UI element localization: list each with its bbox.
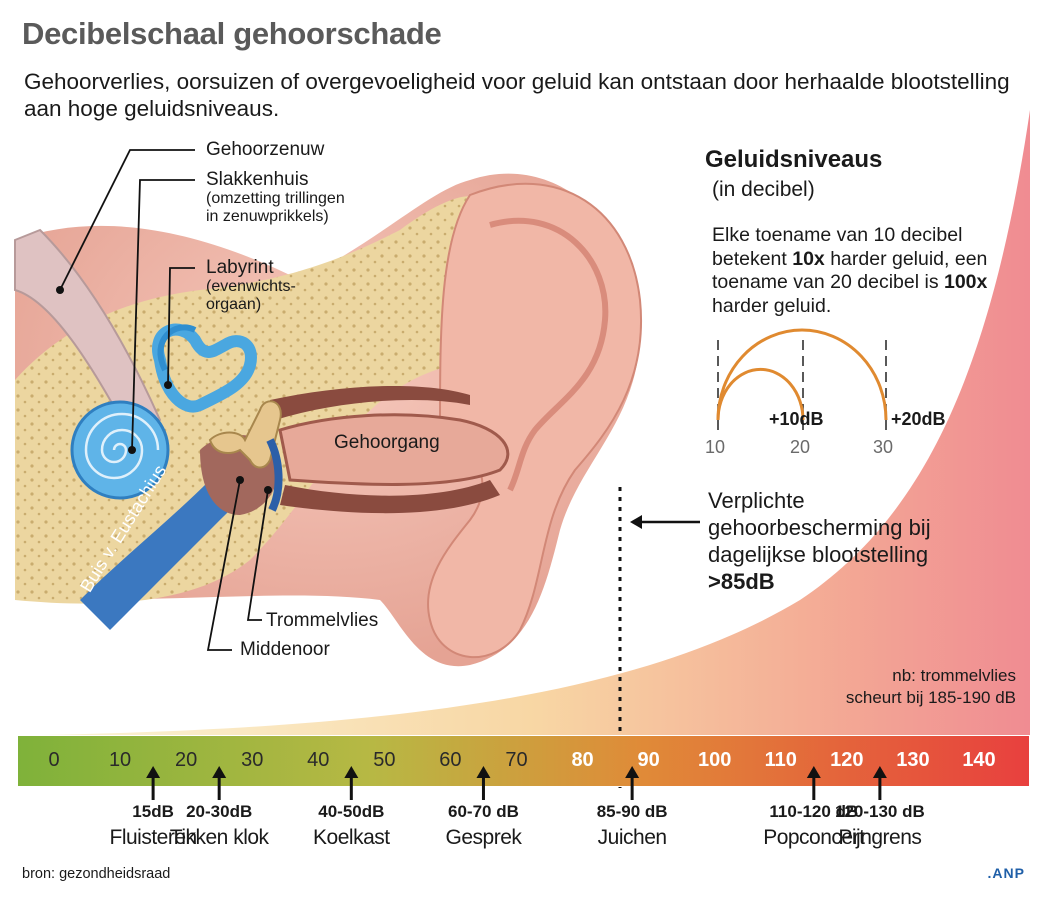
example-name-3: Gesprek [445,826,522,849]
label-slakkenhuis: Slakkenhuis [206,169,309,190]
auditory-nerve [14,228,162,447]
scale-tick-10: 10 [108,749,132,771]
example-name-4: Juichen [597,826,667,849]
page-title: Decibelschaal gehoorschade [22,16,442,51]
example-db-6: 120-130 dB [835,802,925,821]
arc-tick-20: 20 [790,437,811,457]
scale-bar [18,736,1029,786]
info-text: Elke toename van 10 decibel betekent 10x… [712,224,988,317]
scale-tick-130: 130 [896,749,930,771]
ear-canal [278,413,510,486]
example-db-5: 110-120 dB [769,802,859,821]
example-db-2: 40-50dB [318,802,385,821]
cochlea-spiral [84,412,160,480]
pinna-fold [489,217,609,492]
example-arrows [146,766,887,800]
example-arrow-head [212,766,227,778]
example-arrow-head [344,766,359,778]
anp-logo: .ANP [987,865,1025,881]
loudness-curve-area [40,110,1030,735]
source: bron: gezondheidsraad [22,866,171,882]
arc-tick-30: 30 [873,437,894,457]
arc-label-20db: +20dB [891,409,946,429]
note: nb: trommelvlies scheurt bij 185-190 dB [845,666,1016,707]
example-name-5: Popconcert [763,826,865,849]
example-arrow-head [625,766,640,778]
canal-wall [270,385,470,420]
labyrinth [152,323,257,413]
arc-diagram [716,328,888,430]
scale-tick-20: 20 [175,749,198,771]
label-labyrint: Labyrint [206,257,274,278]
warning-text: Verplichte gehoorbescherming bij dagelij… [708,488,931,594]
scale-tick-50: 50 [373,749,396,771]
temporal-bone [15,196,480,604]
label-gehoorgang: Gehoorgang [334,432,440,453]
label-slakkenhuis-desc: (omzetting trillingen in zenuwprikkels) [206,190,345,225]
scale-tick-100: 100 [698,749,732,771]
scale-tick-140: 140 [962,749,996,771]
example-name-1: Tikken klok [169,826,269,849]
canal-wall-low [280,480,500,514]
info-subtitle: (in decibel) [712,178,815,201]
example-db-1: 20-30dB [186,802,253,821]
label-trommelvlies: Trommelvlies [266,610,379,631]
example-arrow-head [872,766,887,778]
arc-label-10db: +10dB [769,409,824,429]
scale-tick-90: 90 [637,749,660,771]
scale-tick-70: 70 [505,749,528,771]
example-name-2: Koelkast [313,826,390,849]
scale-tick-40: 40 [307,749,330,771]
example-arrow-head [146,766,161,778]
scale-tick-60: 60 [439,749,462,771]
example-db-3: 60-70 dB [448,802,519,821]
example-arrow-head [806,766,821,778]
example-name-0: Fluisteren [109,826,197,849]
label-gehoorzenuw: Gehoorzenuw [206,139,325,160]
scale-tick-30: 30 [241,749,264,771]
scale-tick-80: 80 [571,749,594,771]
eustachian-tube [80,480,240,630]
example-name-6: Pijngrens [838,826,922,849]
label-labyrint-desc: (evenwichts-orgaan) [206,278,296,313]
page-subtitle: Gehoorverlies, oorsuizen of overgevoelig… [24,69,1010,121]
example-arrow-head [476,766,491,778]
example-db-0: 15dB [132,802,174,821]
ossicles [208,400,282,469]
label-middenoor: Middenoor [240,639,330,660]
example-db-4: 85-90 dB [596,802,668,821]
info-title: Geluidsniveaus [705,146,883,173]
scale-tick-120: 120 [830,749,864,771]
scale-tick-110: 110 [764,749,797,771]
scale-tick-0: 0 [48,749,60,771]
semicircular [157,324,197,372]
eardrum [266,438,283,512]
arc-tick-10: 10 [705,437,726,457]
